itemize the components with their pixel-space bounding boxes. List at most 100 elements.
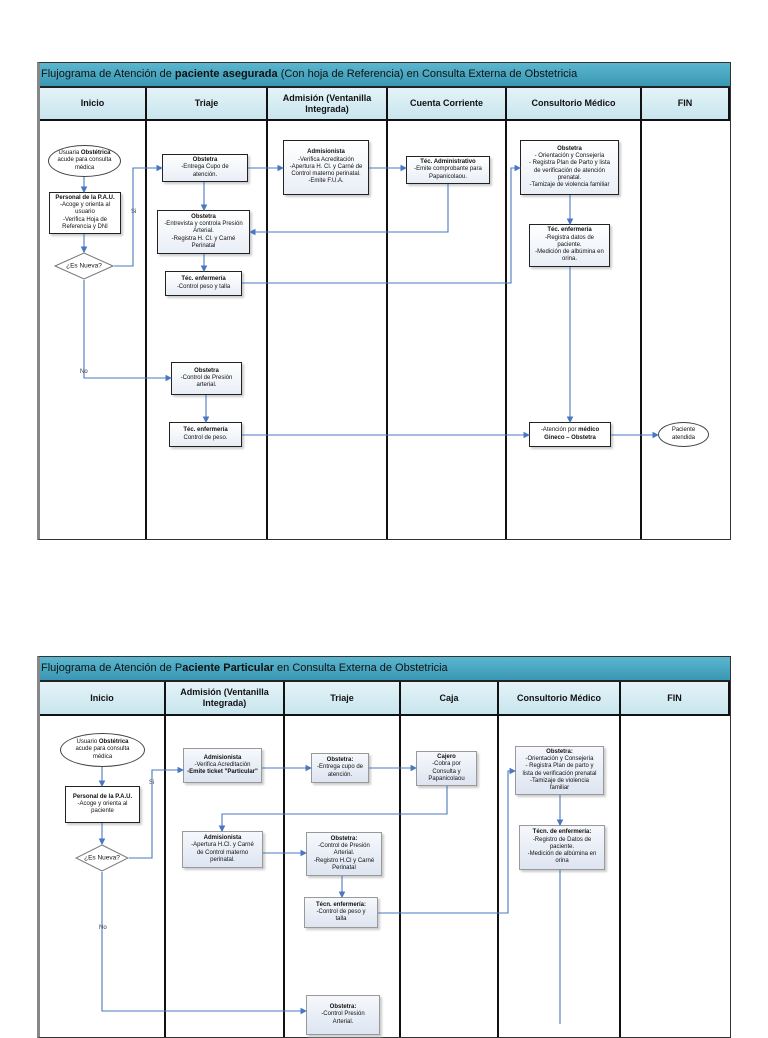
- text-line: -Emite ticket "Particular": [184, 769, 261, 776]
- text-segment: Flujograma de Atención de: [41, 68, 175, 80]
- text-line: Obstetra: [172, 368, 241, 375]
- text-line: arterial.: [172, 382, 241, 389]
- diagram-title: Flujograma de Atención de Paciente Parti…: [40, 657, 730, 682]
- text-segment: -Emite ticket "Particular": [187, 769, 258, 776]
- text-segment: Paciente: [671, 427, 696, 434]
- text-segment: -Control de Presión: [180, 374, 233, 381]
- text-segment: Obstetra:: [329, 1004, 357, 1011]
- text-segment: Gineco – Obstetra: [544, 434, 596, 441]
- text-segment: lista de verificación prenatal: [522, 770, 597, 777]
- text-line: -Emite F.U.A.: [284, 178, 368, 185]
- text-line: Usuaria Obstétrica: [49, 150, 120, 157]
- text-segment: Obstétrica: [98, 739, 129, 746]
- text-line: Perinatal: [158, 243, 249, 250]
- text-line: Paciente: [659, 427, 708, 434]
- text-segment: -Control de peso y: [316, 908, 366, 915]
- text-line: Obstetra:: [307, 836, 381, 843]
- text-line: Cajero: [417, 754, 476, 761]
- text-segment: paciente asegurada: [174, 68, 278, 80]
- lane-header: Admisión (Ventanilla Integrada): [268, 88, 388, 121]
- swimlane: [499, 716, 621, 1037]
- text-line: Obstetra: [158, 214, 249, 221]
- lane-header: FIN: [642, 88, 730, 121]
- swimlane: [268, 121, 388, 539]
- text-segment: de Control materno: [196, 849, 249, 856]
- text-segment: -Orientación y Consejería: [525, 755, 594, 762]
- process-box-obcm: Obstetra- Orientación y Consejería- Regi…: [520, 140, 619, 195]
- text-line: lista de verificación prenatal: [516, 771, 603, 778]
- text-segment: orina: [555, 858, 569, 865]
- lane-header: Consultorio Médico: [499, 682, 621, 716]
- text-line: -Orientación y Consejería: [516, 756, 603, 763]
- text-line: -Emite comprobante para: [407, 166, 489, 173]
- text-segment: Arterial.: [193, 228, 214, 235]
- text-segment: paciente.: [549, 843, 575, 850]
- text-line: Obstetra: [163, 157, 247, 164]
- text-segment: -Control Presión: [321, 1011, 365, 1018]
- lane-header: Inicio: [40, 682, 166, 716]
- text-line: Consulta y: [417, 769, 476, 776]
- text-line: -Registra datos de: [530, 235, 609, 242]
- text-line: -Entrega cupo de: [312, 764, 368, 771]
- text-line: -Registro H.Cl y Carné: [307, 858, 381, 865]
- text-segment: - Registra Plan de parto y: [525, 763, 594, 770]
- text-line: -Atención por médico: [530, 427, 610, 434]
- branch-label-si: Si: [131, 209, 137, 215]
- text-segment: Obstetra: [557, 145, 582, 152]
- text-line: - Registra Plan de parto y: [516, 763, 603, 770]
- swimlane: [621, 716, 730, 1037]
- text-segment: aciente Particular: [182, 662, 274, 674]
- process-box-pau: Personal de la P.A.U.-Acoge y orienta al…: [65, 786, 140, 823]
- text-segment: médico: [578, 427, 600, 434]
- text-segment: Téc. enfermería: [181, 276, 226, 283]
- lane-header: Consultorio Médico: [507, 88, 642, 121]
- text-line: -Apertura H. Cl. y Carné de: [284, 164, 368, 171]
- text-line: -Medición de albúmina en: [520, 851, 604, 858]
- text-line: Control materno perinatal.: [284, 171, 368, 178]
- text-segment: Técn. de enfermería:: [532, 829, 592, 836]
- text-segment: -Apertura H. Cl. y Carné de: [289, 163, 363, 170]
- text-segment: -Registra H. Cl. y Carné: [171, 235, 236, 242]
- text-line: -Entrega Cupo de: [163, 164, 247, 171]
- text-line: médica: [49, 165, 120, 172]
- process-box-adm1: Admisionista-Verifica Acreditación-Emite…: [183, 748, 262, 783]
- text-segment: -Entrevista y controla Presión: [164, 221, 243, 228]
- text-line: - Orientación y Consejería: [521, 153, 618, 160]
- text-segment: -Cobra por: [432, 761, 461, 768]
- branch-label-no: No: [80, 369, 88, 375]
- text-line: atendida: [659, 435, 708, 442]
- text-segment: Téc. enfermería: [183, 427, 228, 434]
- text-line: -Control peso y talla: [166, 284, 241, 291]
- text-segment: -Tamizaje de violencia familiar: [529, 182, 610, 189]
- text-line: Usuario Obstétrica: [61, 739, 144, 746]
- text-segment: -Acoge y orienta al: [59, 202, 111, 209]
- flowchart-asegurada: Flujograma de Atención de paciente asegu…: [37, 62, 731, 540]
- text-line: Control de peso.: [170, 435, 241, 442]
- text-segment: Flujograma de Atención de P: [41, 662, 183, 674]
- swimlane: [642, 121, 730, 539]
- text-line: -Verifica Acreditación: [184, 762, 261, 769]
- text-segment: -Apertura H.Cl. y Carné: [191, 842, 254, 849]
- text-line: Gineco – Obstetra: [530, 435, 610, 442]
- text-segment: -Acoge y orienta al: [77, 800, 128, 807]
- text-segment: usuario: [75, 209, 95, 216]
- text-line: -Tamizaje de violencia: [516, 778, 603, 785]
- text-line: Papanicolaou: [417, 776, 476, 783]
- text-segment: Obstetra:: [330, 835, 358, 842]
- text-line: -Control de Presión: [307, 843, 381, 850]
- text-segment: -Control peso y talla: [176, 283, 231, 290]
- text-segment: -Registra datos de: [544, 234, 595, 241]
- text-line: Admisionista: [184, 755, 261, 762]
- text-segment: Téc. enfermería: [547, 227, 592, 234]
- text-line: atención.: [312, 772, 368, 779]
